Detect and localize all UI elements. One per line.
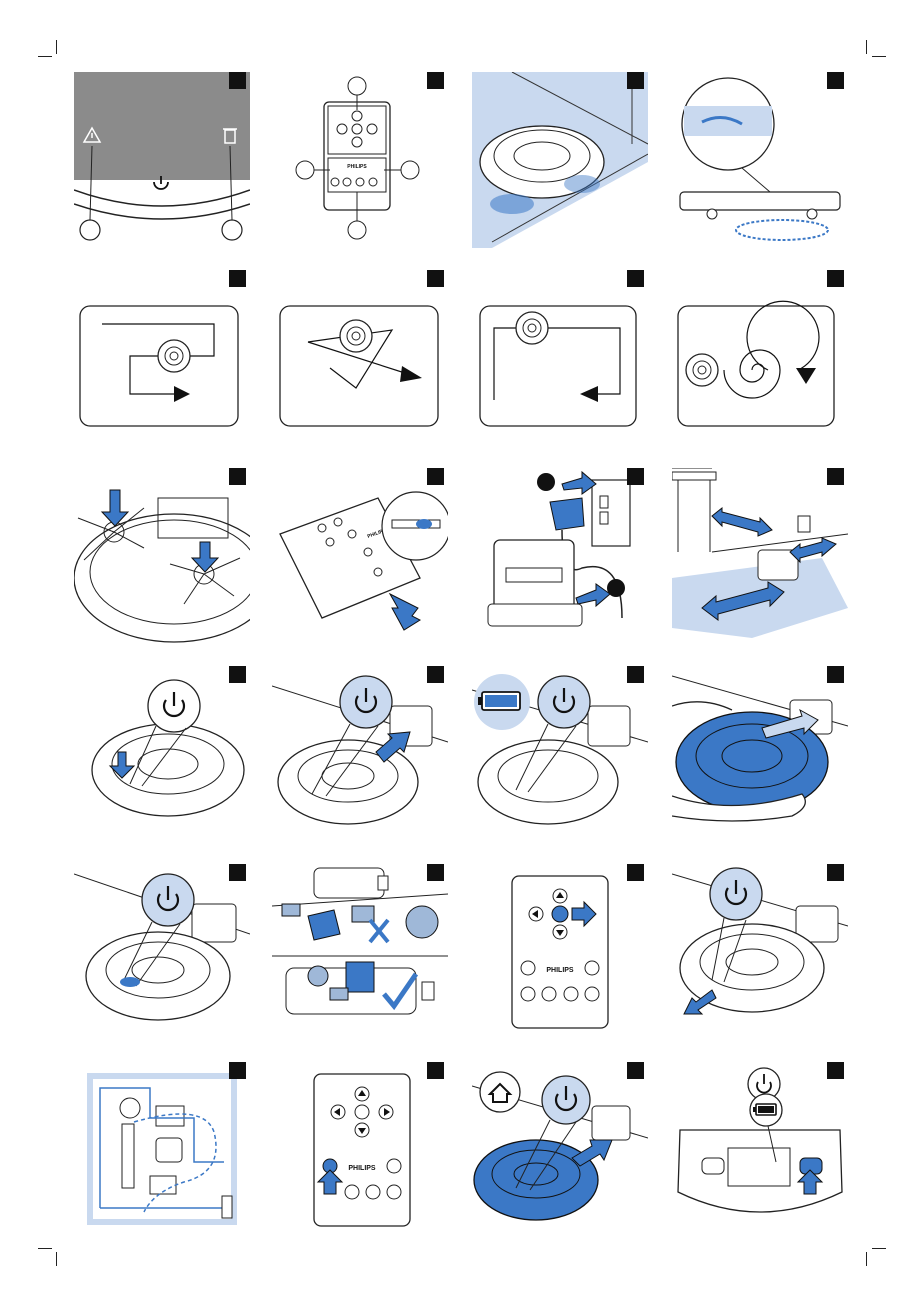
robot-vacuum bbox=[672, 666, 848, 842]
step-marker bbox=[627, 72, 644, 89]
remote-control: PHILIPS bbox=[272, 72, 448, 248]
step-18-prepare-room bbox=[272, 864, 448, 1040]
step-21-cleaning-path bbox=[74, 1062, 250, 1238]
step-24-dock-indicators bbox=[672, 1062, 848, 1238]
cleaning-pattern-3 bbox=[472, 270, 648, 446]
step-10-remote-battery-tab: PHILIPS bbox=[272, 468, 448, 644]
step-marker bbox=[627, 666, 644, 683]
step-20-stop-cleaning bbox=[672, 864, 848, 1040]
step-2-remote-overview: PHILIPS bbox=[272, 72, 448, 248]
crop-mark bbox=[872, 56, 886, 57]
step-marker bbox=[827, 1062, 844, 1079]
remote-control: PHILIPS bbox=[272, 1062, 448, 1238]
robot-vacuum bbox=[472, 666, 648, 842]
crop-mark bbox=[872, 1248, 886, 1249]
step-marker bbox=[627, 864, 644, 881]
remote-brand: PHILIPS bbox=[546, 967, 574, 974]
step-14-docking bbox=[272, 666, 448, 842]
step-1-control-panel bbox=[74, 72, 250, 248]
crop-mark bbox=[866, 1252, 867, 1266]
robot-vacuum bbox=[272, 666, 448, 842]
remote-control: PHILIPS bbox=[272, 468, 448, 644]
step-marker bbox=[427, 864, 444, 881]
battery-icon bbox=[478, 692, 520, 710]
step-marker bbox=[229, 72, 246, 89]
robot-vacuum bbox=[74, 666, 250, 842]
step-marker bbox=[827, 666, 844, 683]
step-marker bbox=[427, 666, 444, 683]
docking-station-panel bbox=[672, 1062, 848, 1238]
step-marker bbox=[427, 1062, 444, 1079]
room-preparation bbox=[272, 864, 448, 1040]
step-7-wall-pattern bbox=[472, 270, 648, 446]
step-9-attach-brushes bbox=[74, 468, 250, 644]
crop-mark bbox=[38, 56, 52, 57]
step-6-random-pattern bbox=[272, 270, 448, 446]
step-marker bbox=[229, 1062, 246, 1079]
remote-brand: PHILIPS bbox=[348, 1165, 376, 1172]
step-marker bbox=[827, 72, 844, 89]
step-12-dock-placement bbox=[672, 468, 848, 644]
cleaning-pattern-4 bbox=[672, 270, 848, 446]
step-marker bbox=[229, 270, 246, 287]
step-marker bbox=[827, 468, 844, 485]
cleaning-pattern-2 bbox=[272, 270, 448, 446]
step-11-connect-dock bbox=[472, 468, 648, 644]
step-17-start-cleaning bbox=[74, 864, 250, 1040]
step-15-charging bbox=[472, 666, 648, 842]
crop-mark bbox=[56, 1252, 57, 1266]
step-marker bbox=[427, 468, 444, 485]
step-marker bbox=[229, 666, 246, 683]
robot-vacuum bbox=[672, 864, 848, 1040]
crop-mark bbox=[38, 1248, 52, 1249]
step-4-side-brush-detail bbox=[672, 72, 848, 248]
robot-vacuum bbox=[74, 864, 250, 1040]
step-marker bbox=[827, 270, 844, 287]
step-19-remote-power: PHILIPS bbox=[472, 864, 648, 1040]
robot-side-view bbox=[672, 72, 848, 248]
step-marker bbox=[229, 468, 246, 485]
docking-station bbox=[472, 468, 648, 644]
step-marker bbox=[427, 270, 444, 287]
crop-mark bbox=[866, 40, 867, 54]
step-3-edge-cleaning bbox=[472, 72, 648, 248]
robot-vacuum bbox=[472, 1062, 648, 1238]
step-23-return-to-dock bbox=[472, 1062, 648, 1238]
crop-mark bbox=[56, 40, 57, 54]
step-marker bbox=[229, 864, 246, 881]
control-panel-illustration bbox=[74, 72, 250, 248]
room-placement bbox=[672, 468, 848, 644]
robot-underside bbox=[74, 468, 250, 644]
step-marker bbox=[827, 864, 844, 881]
robot-vacuum bbox=[472, 72, 648, 248]
step-marker bbox=[627, 1062, 644, 1079]
step-marker bbox=[627, 270, 644, 287]
step-13-power-on bbox=[74, 666, 250, 842]
floor-plan bbox=[74, 1062, 250, 1238]
remote-brand: PHILIPS bbox=[347, 164, 367, 170]
remote-control: PHILIPS bbox=[472, 864, 648, 1040]
step-22-remote-home: PHILIPS bbox=[272, 1062, 448, 1238]
step-marker bbox=[627, 468, 644, 485]
step-16-place-on-dock bbox=[672, 666, 848, 842]
cleaning-pattern-1 bbox=[74, 270, 250, 446]
step-5-spot-pattern bbox=[74, 270, 250, 446]
step-8-spiral-pattern bbox=[672, 270, 848, 446]
step-marker bbox=[427, 72, 444, 89]
